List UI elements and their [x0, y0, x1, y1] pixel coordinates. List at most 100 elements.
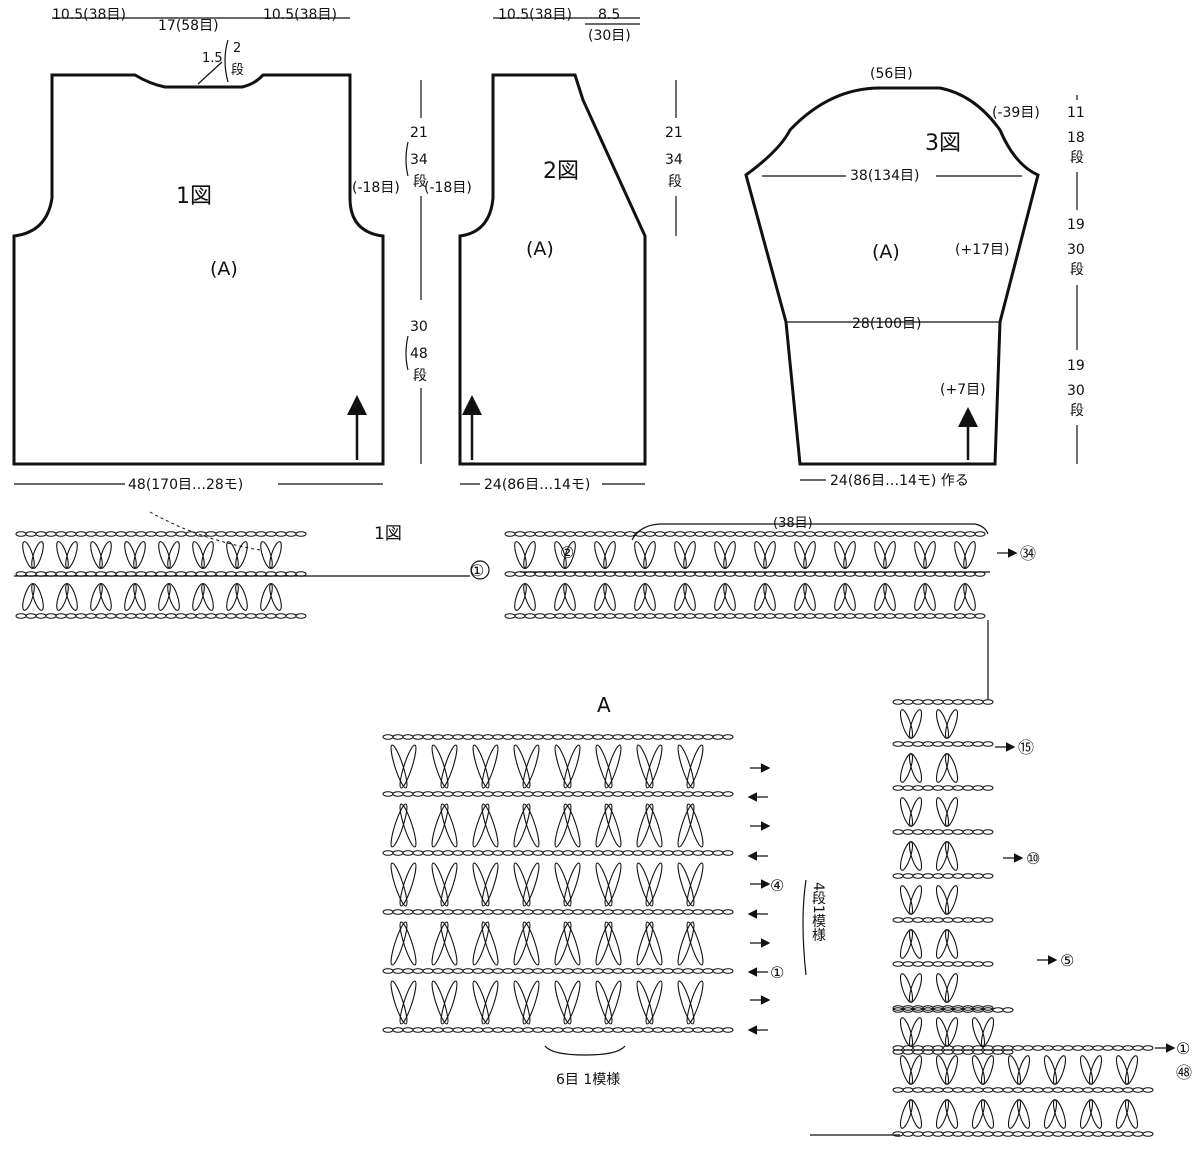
chain-stitch	[692, 1027, 704, 1033]
chain-stitch	[632, 734, 644, 740]
chain-stitch	[592, 909, 604, 915]
chain-stitch	[584, 531, 596, 537]
chain-stitch	[265, 531, 277, 537]
tr-stitch	[90, 583, 103, 611]
tr-stitch	[645, 744, 663, 789]
chart-a-repeat-sts: 6目 1模様	[556, 1072, 620, 1088]
chain-stitch	[1032, 1087, 1044, 1093]
chain-stitch	[954, 613, 966, 619]
tr-stitch	[1007, 1099, 1022, 1129]
tr-stitch	[1115, 1055, 1130, 1085]
chain-stitch	[255, 531, 267, 537]
chain-stitch	[422, 1027, 434, 1033]
chain-stitch	[432, 791, 444, 797]
chain-stitch	[175, 613, 187, 619]
dim-lower-cm: 30	[410, 319, 428, 335]
piece-1-outline	[12, 73, 385, 466]
tr-stitch	[636, 921, 654, 966]
chain-stitch	[125, 531, 137, 537]
chain-stitch	[1042, 1131, 1054, 1137]
chain-stitch	[412, 850, 424, 856]
chain-stitch	[502, 909, 514, 915]
tr-stitch	[554, 862, 572, 907]
sleeve-dim-a-unit: 段	[1070, 150, 1084, 166]
chain-stitch	[622, 1027, 634, 1033]
chain-stitch	[552, 734, 564, 740]
chain-stitch	[684, 613, 696, 619]
chain-stitch	[1082, 1131, 1094, 1137]
chain-stitch	[532, 909, 544, 915]
chain-stitch	[85, 531, 97, 537]
chain-stitch	[982, 829, 994, 835]
chain-stitch	[402, 850, 414, 856]
chain-stitch	[215, 613, 227, 619]
tr-stitch	[935, 929, 950, 959]
tr-stitch	[683, 541, 696, 569]
chain-stitch	[572, 734, 584, 740]
chain-stitch	[392, 850, 404, 856]
chain-stitch	[1022, 1045, 1034, 1051]
tr-stitch	[935, 973, 950, 1003]
chart-a-repeat-rows: 4段1模様	[810, 882, 826, 942]
chain-stitch	[622, 791, 634, 797]
tr-stitch	[944, 1017, 959, 1047]
tr-stitch	[899, 709, 914, 739]
tr-stitch	[754, 583, 767, 611]
chain-stitch	[442, 791, 454, 797]
chain-stitch	[422, 968, 434, 974]
chain-stitch	[612, 1027, 624, 1033]
tr-stitch	[235, 541, 248, 569]
tr-stitch	[677, 803, 695, 848]
chain-stitch	[285, 531, 297, 537]
neck-leader	[197, 61, 223, 85]
tr-stitch	[522, 862, 540, 907]
chain-stitch	[295, 531, 307, 537]
tr-stitch	[522, 803, 540, 848]
chain-stitch	[702, 968, 714, 974]
chain-stitch	[442, 909, 454, 915]
chart-1-left-block	[15, 511, 307, 619]
chain-stitch	[442, 850, 454, 856]
tr-stitch	[390, 980, 408, 1025]
chain-stitch	[225, 613, 237, 619]
chain-stitch	[552, 1027, 564, 1033]
chain-stitch	[682, 850, 694, 856]
chain-stitch	[125, 613, 137, 619]
pattern-label-2: (A)	[526, 238, 554, 260]
chain-stitch	[892, 961, 904, 967]
chain-stitch	[155, 613, 167, 619]
chain-stitch	[634, 613, 646, 619]
chain-stitch	[402, 791, 414, 797]
chain-stitch	[914, 531, 926, 537]
tr-stitch	[1124, 1055, 1139, 1085]
tr-stitch	[908, 973, 923, 1003]
chain-stitch	[205, 531, 217, 537]
tr-stitch	[604, 980, 622, 1025]
chain-stitch	[432, 850, 444, 856]
chain-stitch	[632, 1027, 644, 1033]
chain-stitch	[594, 613, 606, 619]
tr-stitch	[472, 803, 490, 848]
tr-stitch	[604, 803, 622, 848]
sleeve-cap-dec: (-39目)	[992, 105, 1040, 121]
chain-stitch	[982, 961, 994, 967]
chain-stitch	[1022, 1087, 1034, 1093]
chain-stitch	[1132, 1045, 1144, 1051]
chain-stitch	[682, 909, 694, 915]
dim-lower-rows: 48	[410, 346, 428, 362]
tr-stitch	[167, 583, 180, 611]
chain-stitch	[602, 734, 614, 740]
tr-stitch	[1052, 1055, 1067, 1085]
chain-stitch	[962, 917, 974, 923]
chain-stitch	[912, 917, 924, 923]
tr-stitch	[843, 583, 856, 611]
chain-stitch	[512, 850, 524, 856]
chain-stitch	[622, 850, 634, 856]
dim-lower-bracket	[405, 335, 409, 371]
chain-stitch	[582, 791, 594, 797]
chain-stitch	[624, 531, 636, 537]
chain-stitch	[892, 1087, 904, 1093]
chain-stitch	[654, 531, 666, 537]
chain-stitch	[382, 909, 394, 915]
chain-stitch	[962, 873, 974, 879]
